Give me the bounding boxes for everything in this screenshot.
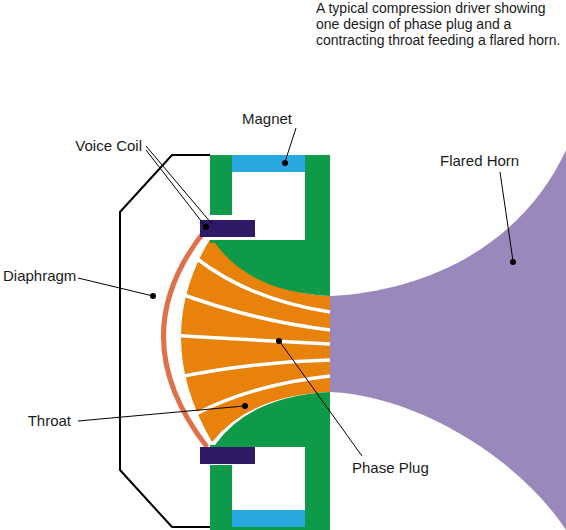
magnet — [232, 155, 305, 172]
leader-lines — [78, 128, 513, 456]
leader-dots — [150, 160, 516, 409]
part-label: Voice Coil — [75, 137, 142, 155]
part-label: Throat — [28, 412, 71, 430]
part-label: Magnet — [242, 110, 292, 128]
caption-text: A typical compression driver showing one… — [316, 0, 562, 48]
flared-horn — [330, 150, 566, 530]
voice-coil — [200, 220, 255, 237]
part-label: Phase Plug — [352, 459, 429, 477]
voice-coil — [200, 447, 255, 464]
part-label: Diaphragm — [3, 267, 76, 285]
magnet — [232, 510, 305, 527]
part-label: Flared Horn — [440, 152, 519, 170]
diaphragm — [164, 228, 208, 447]
bottom-plate — [210, 527, 330, 530]
